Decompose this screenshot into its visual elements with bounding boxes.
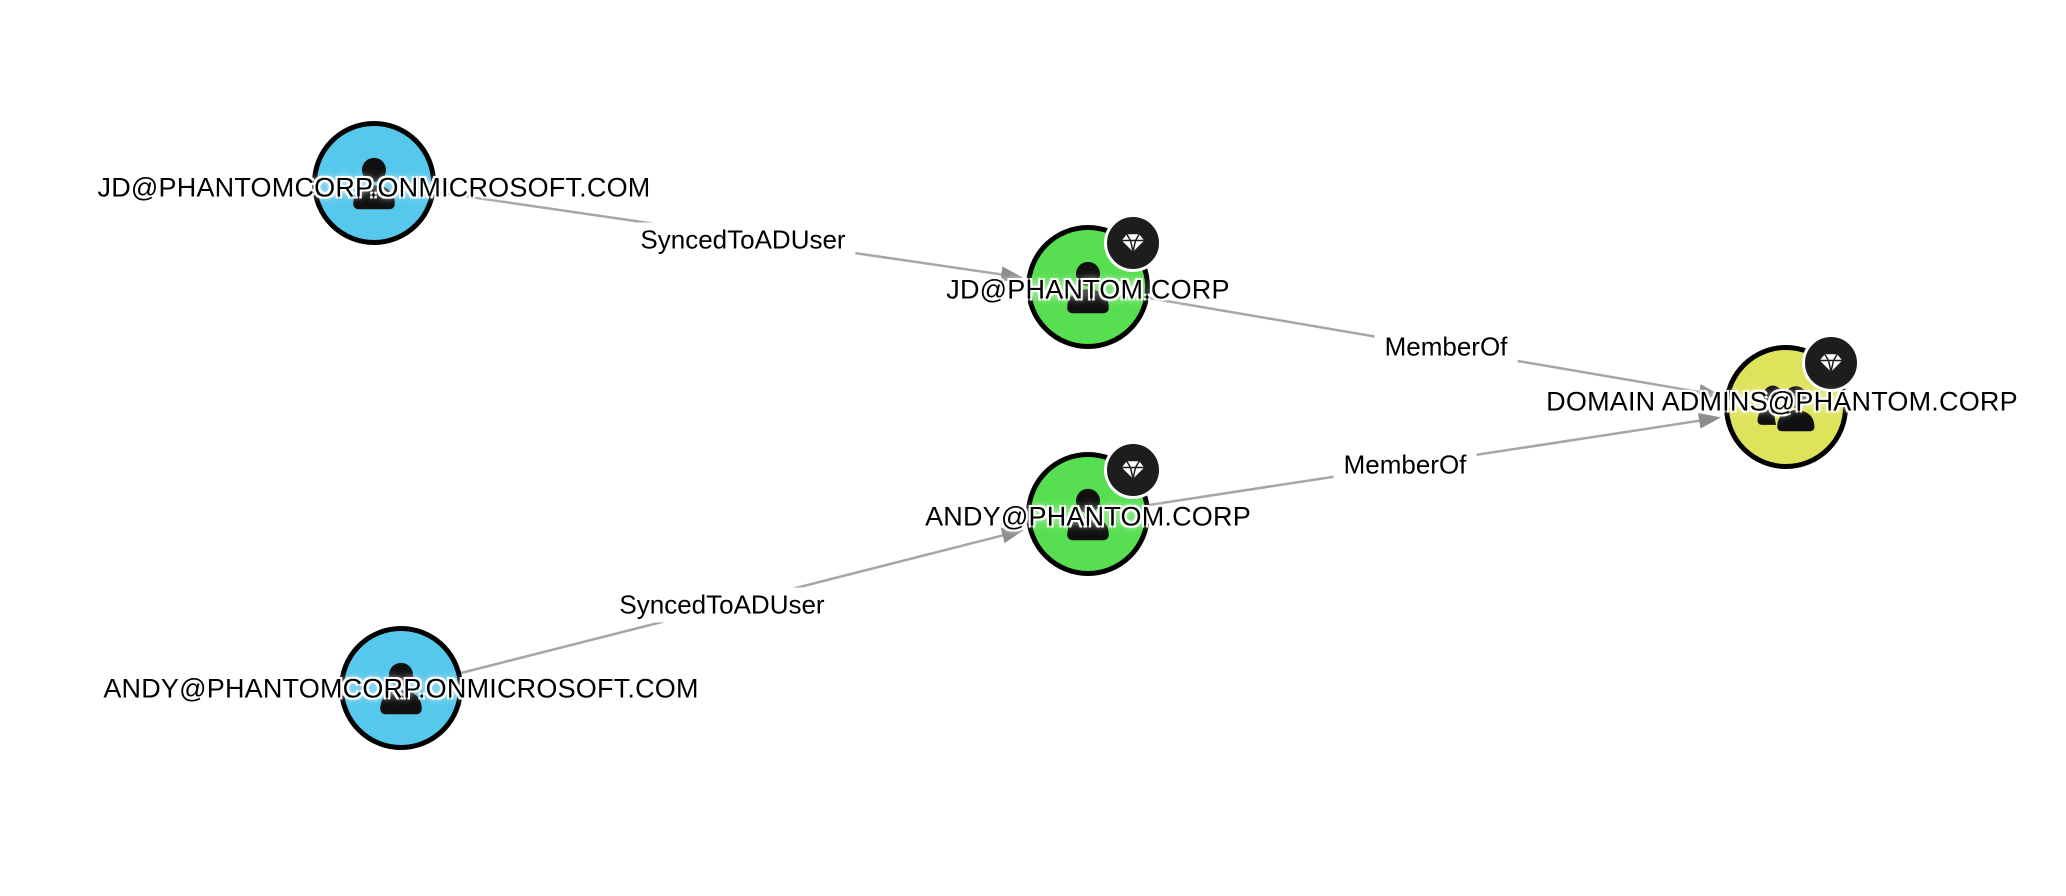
gem-badge-icon [1121, 460, 1145, 479]
gem-badge-icon [1819, 353, 1843, 372]
user-icon [380, 662, 422, 715]
node-ad-user-andy[interactable] [1026, 441, 1162, 576]
user-icon [1067, 488, 1109, 541]
high-value-badge [1802, 334, 1860, 392]
edge-label-memberof-jd[interactable]: MemberOf [1374, 329, 1518, 365]
edge-label-syncedtoaduser-andy[interactable]: SyncedToADUser [609, 587, 835, 623]
node-azure-user-andy[interactable] [339, 626, 463, 750]
user-icon [1067, 261, 1109, 314]
node-azure-user-jd[interactable] [312, 121, 436, 245]
user-icon [353, 157, 395, 210]
high-value-badge [1104, 441, 1162, 499]
node-ad-user-jd[interactable] [1026, 214, 1162, 349]
edge-label-syncedtoaduser-jd[interactable]: SyncedToADUser [630, 222, 856, 258]
high-value-badge [1104, 214, 1162, 272]
gem-badge-icon [1121, 233, 1145, 252]
edge-label-memberof-andy[interactable]: MemberOf [1333, 447, 1477, 483]
node-group-domain-admins[interactable] [1724, 334, 1860, 469]
group-icon [1757, 385, 1815, 432]
